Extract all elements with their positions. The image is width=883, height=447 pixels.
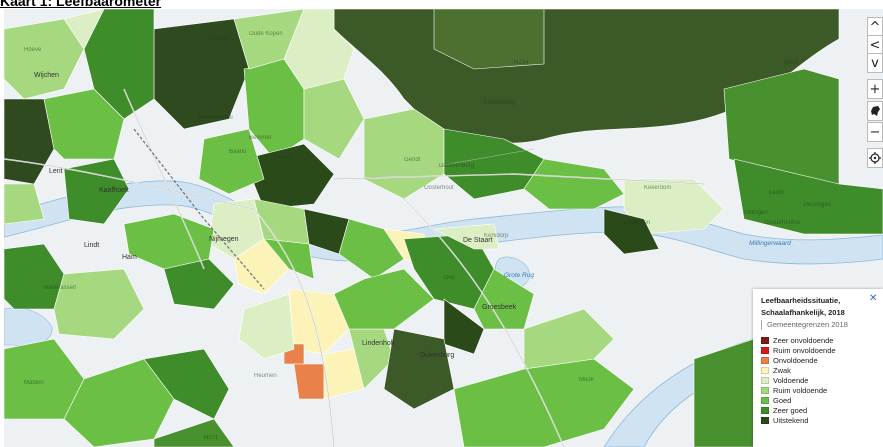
- place-label: Kranenburg: [484, 100, 515, 106]
- place-label: N214: [514, 60, 529, 66]
- place-label: De Staart: [463, 237, 493, 244]
- place-label: Malden: [24, 380, 44, 386]
- legend-item: Zeer goed: [761, 406, 877, 415]
- legend-title: Leefbaarheidssituatie, Schaalafhankelijk…: [761, 296, 845, 317]
- legend-swatch: [761, 417, 769, 425]
- place-label: Oosterhout: [424, 185, 454, 191]
- legend-item: Goed: [761, 396, 877, 405]
- chevron-up-icon: ^: [869, 19, 881, 35]
- place-label: Mook: [579, 377, 595, 383]
- page-title: Kaart 1: Leefbaarometer: [0, 0, 162, 9]
- place-label: Kerkdorp: [484, 233, 509, 239]
- place-label: Millingen: [744, 210, 768, 216]
- place-label: Kaafhoek: [99, 187, 129, 194]
- legend-item: Voldoende: [761, 376, 877, 385]
- legend-subtitle: Gemeentegrenzen 2018: [761, 320, 877, 330]
- locate-button[interactable]: [867, 148, 883, 168]
- plus-icon: +: [869, 81, 881, 97]
- place-label: Hoeve: [24, 47, 42, 53]
- legend-item: Zwak: [761, 366, 877, 375]
- map-canvas[interactable]: Gouden Oude Kopen Wijchen Hoeve Zetten E…: [4, 9, 883, 447]
- legend-swatch: [761, 347, 769, 355]
- place-label: Dukenburg: [420, 352, 454, 359]
- place-label: Gendt: [404, 157, 421, 163]
- place-label: Lindt: [84, 242, 99, 249]
- legend-item: Zeer onvoldoende: [761, 336, 877, 345]
- minus-icon: −: [869, 124, 881, 140]
- legend-label: Uitstekend: [773, 416, 809, 426]
- home-extent-button[interactable]: [867, 101, 883, 121]
- place-label: Bemmel: [249, 135, 271, 141]
- place-label: Wijchen: [34, 72, 59, 79]
- pan-left-button[interactable]: <: [867, 35, 883, 55]
- water-label: Millingerwaard: [749, 240, 791, 247]
- chevron-down-icon: v: [871, 55, 879, 71]
- place-label: Nederasselt: [44, 285, 76, 291]
- close-icon[interactable]: ✕: [869, 293, 878, 304]
- place-label: N271: [204, 435, 219, 441]
- legend-label: Onvoldoende: [773, 356, 818, 366]
- place-label: Lent: [49, 168, 63, 175]
- legend-label: Goed: [773, 396, 792, 406]
- zoom-out-button[interactable]: −: [867, 122, 883, 142]
- legend-panel: Leefbaarheidssituatie, Schaalafhankelijk…: [753, 289, 883, 447]
- legend-item: Ruim onvoldoende: [761, 346, 877, 355]
- place-label: Heumen: [254, 373, 277, 379]
- legend-item: Uitstekend: [761, 416, 877, 425]
- legend-item: Ruim voldoende: [761, 386, 877, 395]
- place-label: Zetten: [274, 155, 291, 161]
- legend-item: Onvoldoende: [761, 356, 877, 365]
- place-label: N214: [784, 60, 799, 66]
- zoom-in-button[interactable]: +: [867, 79, 883, 99]
- legend-swatch: [761, 337, 769, 345]
- pan-up-button[interactable]: ^: [867, 17, 883, 37]
- legend-swatch: [761, 387, 769, 395]
- place-label: Ham: [122, 254, 137, 261]
- place-label: Groesbeek: [482, 304, 517, 311]
- chevron-left-icon: <: [869, 37, 881, 53]
- legend-swatch: [761, 377, 769, 385]
- netherlands-map-icon: [870, 105, 880, 116]
- place-label: Ubbergen: [624, 220, 650, 226]
- legend-label: Zwak: [773, 366, 791, 376]
- legend-label: Ruim onvoldoende: [773, 346, 836, 356]
- place-label: Baarlo: [229, 149, 247, 155]
- place-label: Ooij: [444, 275, 455, 281]
- place-label: Grote Rug: [504, 272, 534, 279]
- place-label: Oosterhoutse: [764, 220, 801, 226]
- place-label: Nijmegen: [209, 236, 239, 243]
- legend-swatch: [761, 407, 769, 415]
- place-label: Kekerdom: [644, 185, 671, 191]
- crosshair-icon: [869, 152, 881, 164]
- legend-swatch: [761, 397, 769, 405]
- place-label: Oude Kopen: [249, 31, 283, 37]
- legend-label: Voldoende: [773, 376, 809, 386]
- place-label: Gouden: [209, 36, 230, 42]
- place-label: Persingen: [804, 202, 831, 208]
- pan-down-button[interactable]: v: [867, 53, 883, 73]
- place-label: Elst Bemmel: [199, 115, 233, 121]
- legend-swatch: [761, 367, 769, 375]
- place-label: Leuth: [769, 190, 784, 196]
- legend-swatch: [761, 357, 769, 365]
- legend-label: Zeer goed: [773, 406, 808, 416]
- legend-label: Zeer onvoldoende: [773, 336, 834, 346]
- map-viewport[interactable]: Gouden Oude Kopen Wijchen Hoeve Zetten E…: [4, 9, 883, 447]
- place-label: Doornenburg: [439, 163, 474, 169]
- legend-label: Ruim voldoende: [773, 386, 828, 396]
- place-label: Lindenholt: [362, 340, 394, 347]
